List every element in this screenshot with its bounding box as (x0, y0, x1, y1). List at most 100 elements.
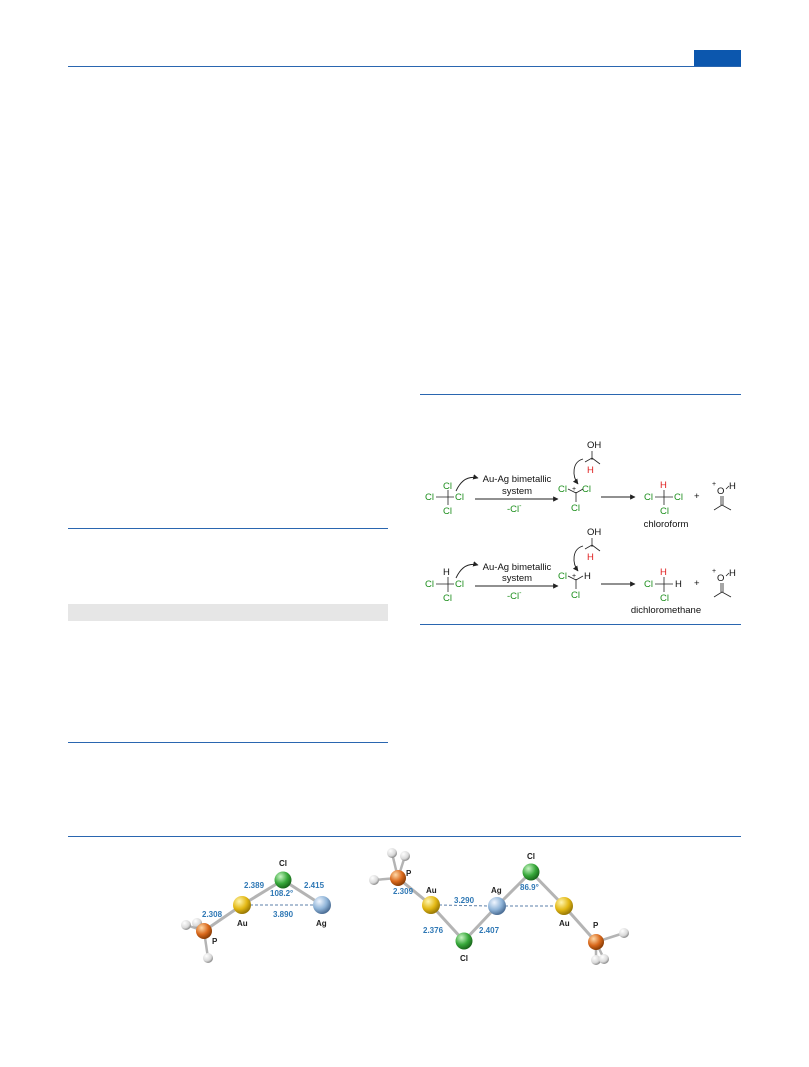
right-column-rule-top (420, 394, 741, 395)
phosphorus-atom (390, 870, 406, 886)
byproduct-1: + O H (712, 481, 736, 511)
svg-text:+: + (572, 573, 576, 580)
curved-arrow (455, 474, 479, 492)
scheme-row-chloroform: Cl Cl Cl Cl Au-Ag bimetallic system -Cl-… (425, 440, 736, 530)
svg-text:Cl: Cl (571, 503, 580, 514)
phosphorus-atom (196, 923, 212, 939)
full-width-rule (68, 836, 741, 837)
hydrogen-atom (369, 875, 379, 885)
bond-angle: 108.2° (270, 889, 293, 898)
hydrogen-atom (599, 954, 609, 964)
curved-arrow (572, 545, 584, 572)
atom-label: Cl (527, 852, 535, 861)
atom-label: Cl (425, 492, 434, 503)
product-name: chloroform (644, 519, 689, 530)
bond-length: 2.309 (393, 887, 414, 896)
svg-text:Cl: Cl (660, 593, 669, 604)
structure-b: P Au Ag Cl Cl Au P 2.309 3.290 86.9° 2.3… (369, 848, 629, 965)
hydrogen-atom (203, 953, 213, 963)
svg-text:Cl: Cl (455, 579, 464, 590)
bond-length: 2.376 (423, 926, 444, 935)
bond-length: 2.407 (479, 926, 500, 935)
svg-text:H: H (729, 568, 736, 579)
atom-label: Au (237, 919, 248, 928)
hydrogen-label: H (587, 465, 594, 476)
hydrogen-atom (591, 955, 601, 965)
bond-length: 2.415 (304, 881, 325, 890)
silver-atom (488, 897, 506, 915)
atom-label: Ag (491, 886, 502, 895)
hydroxyl-label: OH (587, 440, 601, 451)
chlorine-atom (274, 871, 292, 889)
byproduct-2: + O H (712, 568, 736, 598)
svg-text:OH: OH (587, 527, 601, 538)
right-column-rule-bottom (420, 624, 741, 625)
atom-label: Cl (443, 481, 452, 492)
plus-sign: + (694, 578, 700, 589)
svg-text:+: + (712, 568, 716, 575)
product-name: dichloromethane (631, 605, 701, 616)
hydrogen-atom (619, 928, 629, 938)
gold-atom (555, 897, 573, 915)
loss-label: -Cl- (507, 503, 522, 515)
svg-text:Cl: Cl (425, 579, 434, 590)
svg-text:+: + (712, 481, 716, 488)
svg-text:+: + (572, 486, 576, 493)
svg-text:Cl: Cl (582, 484, 591, 495)
svg-text:H: H (660, 480, 667, 491)
atom-label: Cl (279, 859, 287, 868)
atom-label: P (593, 921, 599, 930)
product-dichloromethane: H Cl H Cl (644, 567, 682, 604)
svg-text:Cl: Cl (571, 590, 580, 601)
svg-text:Cl: Cl (558, 484, 567, 495)
svg-text:H: H (660, 567, 667, 578)
gold-atom (233, 896, 251, 914)
header-rule (68, 66, 741, 67)
au-ag-contact (438, 904, 490, 907)
svg-text:H: H (584, 571, 591, 582)
product-chloroform: H Cl Cl Cl (644, 480, 683, 517)
bond-length: 3.290 (454, 896, 475, 905)
atom-label: Ag (316, 919, 327, 928)
intermediate-2: Cl H Cl + (558, 571, 591, 601)
chlorine-atom (455, 932, 473, 950)
page-corner-tab (694, 50, 741, 66)
curved-arrow (572, 458, 584, 485)
svg-text:Cl: Cl (644, 579, 653, 590)
phosphorus-atom (588, 934, 604, 950)
svg-text:H: H (443, 567, 450, 578)
left-column-rule-2 (68, 742, 388, 743)
intermediate-1: Cl Cl Cl + (558, 484, 591, 514)
svg-text:H: H (587, 552, 594, 563)
svg-text:Cl: Cl (660, 506, 669, 517)
structure-a: Cl Au Ag P 2.389 108.2° 2.415 2.308 3.89… (181, 859, 331, 963)
svg-text:Cl: Cl (644, 492, 653, 503)
atom-label: Cl (455, 492, 464, 503)
atom-label: Au (559, 919, 570, 928)
svg-text:Cl: Cl (558, 571, 567, 582)
svg-text:O: O (717, 573, 724, 584)
hydrogen-atom (387, 848, 397, 858)
catalyst-label: system (502, 486, 532, 497)
svg-text:Cl: Cl (443, 593, 452, 604)
plus-sign: + (694, 491, 700, 502)
bond-angle: 86.9° (520, 883, 539, 892)
isopropanol-1: OH H (572, 440, 601, 485)
hydrogen-atom (181, 920, 191, 930)
svg-text:H: H (729, 481, 736, 492)
bond-length: 2.389 (244, 881, 265, 890)
bond-length: 2.308 (202, 910, 223, 919)
chlorine-atom (522, 863, 540, 881)
atom-label: Au (426, 886, 437, 895)
atom-label: P (406, 869, 412, 878)
catalyst-label: system (502, 573, 532, 584)
curved-arrow (455, 561, 479, 579)
table-header-band (68, 604, 388, 621)
svg-text:Cl: Cl (674, 492, 683, 503)
hydrogen-atom (400, 851, 410, 861)
reactant-chcl3: H Cl Cl Cl (425, 567, 464, 604)
atom-label: Cl (460, 954, 468, 963)
left-column-rule-1 (68, 528, 388, 529)
reactant-ccl4: Cl Cl Cl Cl (425, 481, 464, 517)
